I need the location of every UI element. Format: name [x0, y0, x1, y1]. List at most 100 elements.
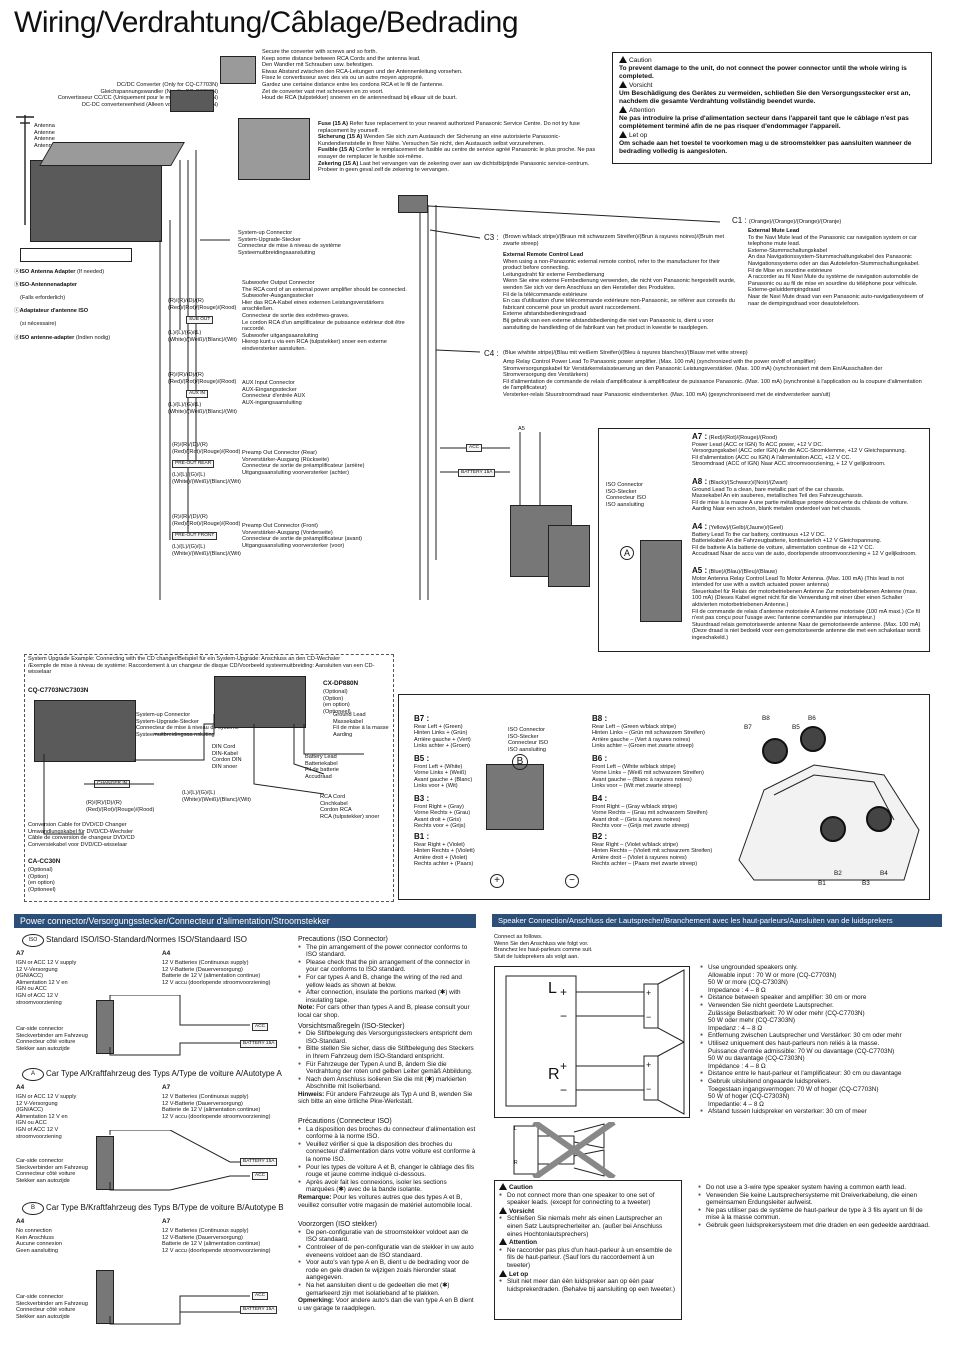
minus-icon: − — [565, 874, 579, 888]
minus-icon: − — [560, 1083, 567, 1097]
caution-triangle-icon — [499, 1269, 507, 1277]
std-a7: A7 — [16, 950, 25, 957]
pre-rear-pill: PRE-OUT REAR — [172, 460, 215, 468]
aux-in-red-colors: (R)/(R)/(D)/(R) (Red)/(Rot)/(Rouge)/(Roo… — [168, 372, 237, 385]
conversion-cable-label: Conversion Cable for DVD/CD Changer Umwa… — [28, 822, 135, 848]
speaker-icon — [800, 726, 826, 752]
caution-triangle-icon — [499, 1238, 507, 1246]
speaker-connection-band: Speaker Connection/Anschluss der Lautspr… — [492, 914, 942, 927]
caution-box: Caution To prevent damage to the unit, d… — [612, 52, 932, 164]
speaker-spec-list: Use ungrounded speakers only. Allowable … — [700, 964, 944, 1116]
list-item: Use ungrounded speakers only. Allowable … — [700, 964, 944, 994]
list-item: Distance entre le haut-parleur et l'ampl… — [700, 1070, 944, 1078]
speaker-diagram-box — [494, 966, 690, 1118]
pre-front-white-colors: (L)/(L)/(G)/(L) (White)/(Weiß)/(Blanc)/(… — [172, 544, 241, 557]
caution-triangle-icon — [499, 1206, 507, 1214]
vorsicht-list: Die Stiftbelegung des Versorgungsstecker… — [298, 1030, 476, 1091]
list-item: Utilisez uniquement des haut-parleurs no… — [700, 1040, 944, 1070]
converter-bracket — [220, 56, 256, 84]
list-item: Na het aansluiten dient u de gedeelten d… — [298, 1282, 476, 1297]
minus-icon: − — [646, 1084, 651, 1094]
list-item: Veuillez vérifier si que la disposition … — [298, 1141, 476, 1164]
plus-icon: + — [490, 874, 504, 888]
list-item: Distance between speaker and amplifier: … — [700, 994, 944, 1002]
speaker-intro: Connect as follows. Wenn Sie den Anschlu… — [494, 934, 593, 960]
list-item: Für Fahrzeuge der Typen A und B, ändern … — [298, 1061, 476, 1076]
speaker-caution-box: Caution Do not connect more than one spe… — [494, 1180, 682, 1320]
typea-car-connector — [96, 1136, 114, 1190]
b8-pin: B8 : Rear Left – (Green w/black stripe) … — [592, 714, 705, 750]
list-item: De pen-configuratie van de stroomstekker… — [298, 1229, 476, 1244]
list-item: Ne pas utiliser pas de système de haut-p… — [698, 1207, 936, 1222]
iso-connector-b-label: ISO Connector ISO-Stecker Connecteur ISO… — [508, 727, 549, 753]
std-battery-pill: BATTERY 15A — [240, 1040, 278, 1048]
list-item: Die Stiftbelegung des Versorgungsstecker… — [298, 1030, 476, 1045]
cross-icon — [513, 1122, 616, 1178]
car-b4: B4 — [880, 870, 888, 877]
list-item: For car types A and B, change the wiring… — [298, 974, 476, 989]
sub-out-description: Subwoofer Output Connector The RCA cord … — [242, 280, 407, 352]
typea-a4-text: IGN or ACC 12 V supply 12 V-Versorgung (… — [16, 1094, 77, 1140]
car-b3: B3 — [862, 880, 870, 887]
converter-secure-note: Secure the converter with screws and so … — [262, 49, 463, 102]
pre-rear-description: Preamp Out Connector (Rear) Vorverstärke… — [242, 450, 365, 476]
c3-description: External Remote Control Lead When using … — [503, 252, 736, 331]
system-up-connector-label: System-up Connector System-Upgrade-Steck… — [238, 230, 341, 256]
caution-triangle-icon — [619, 106, 627, 113]
typea-a4: A4 — [16, 1084, 25, 1091]
b7-pin: B7 : Rear Left + (Green) Hinten Links + … — [414, 714, 471, 750]
antenna-icon — [16, 115, 34, 225]
typea-acc-pill: ACC — [252, 1172, 269, 1180]
dc-dc-converter — [170, 90, 214, 112]
a4-pin: A4 : (Yellow)/(Gelb)/(Jaune)/(Geel) Batt… — [692, 522, 917, 558]
list-item: After connection, insulate the portions … — [298, 989, 476, 1004]
a7-pin: A7 : (Red)/(Rot)/(Rouge)/(Rood) Power Le… — [692, 432, 907, 468]
precautions-fr-list: La disposition des broches du connecteur… — [298, 1126, 476, 1194]
cc30-optional: (Optional) (Option) (en option) (Optione… — [28, 867, 56, 893]
model-label: CQ-C7703N/C7303N — [28, 687, 89, 694]
std-a4: A4 — [162, 950, 171, 957]
caution-triangle-icon — [619, 131, 627, 138]
cross-diagram-r: R — [514, 1160, 518, 1166]
list-item: Nach dem Anschluss isolieren Sie die mit… — [298, 1076, 476, 1091]
plus-icon: + — [646, 988, 651, 998]
list-item: La disposition des broches du connecteur… — [298, 1126, 476, 1141]
type-a-heading: Car Type A/Kraftfahrzeug des Typs A/Type… — [46, 1069, 282, 1078]
cd-changer — [214, 676, 306, 728]
std-wiring — [109, 995, 250, 1056]
iso-connector-a-label: ISO Connector ISO-Stecker Connecteur ISO… — [606, 482, 647, 508]
typeb-car-connector — [96, 1270, 114, 1324]
b5-pin: B5 : Front Left + (White) Vorne Links + … — [414, 754, 473, 790]
type-b-heading: Car Type B/Kraftfahrzeug des Typs B/Type… — [46, 1203, 284, 1212]
upgrade-wiring — [43, 714, 364, 835]
iso-connector-b — [548, 525, 590, 587]
din-cord-label: DIN Cord DIN-Kabel Cordon DIN DIN snoer — [212, 744, 242, 770]
fuse-holder-diagram — [238, 118, 310, 180]
speaker-connection-diagram: + − + − + − + − — [505, 969, 685, 1115]
plus-icon: + — [560, 1059, 567, 1073]
list-item: Bitte stellen Sie sicher, dass die Stift… — [298, 1045, 476, 1060]
page-title: Wiring/Verdrahtung/Câblage/Bedrading — [14, 6, 519, 39]
type-b-badge: B — [22, 1202, 44, 1215]
typeb-acc-pill: ACC — [252, 1292, 269, 1300]
b3-pin: B3 : Front Right + (Gray) Vorne Rechts +… — [414, 794, 471, 830]
speaker-icon — [762, 738, 788, 764]
speaker-right-label: R — [548, 1066, 560, 1083]
list-item: Please check that the pin arrangement of… — [298, 959, 476, 974]
typeb-a7: A7 — [162, 1218, 171, 1225]
list-item: Afstand tussen luidspreker en versterker… — [700, 1108, 944, 1116]
cx-model-label: CX-DP880N — [323, 680, 359, 687]
car-b7: B7 — [744, 724, 752, 731]
upgrade-example-box — [24, 654, 394, 902]
std-car-side: Car-side connector Steckverbinder am Fah… — [16, 1026, 88, 1052]
speaker-icon — [820, 816, 846, 842]
iso-antenna-adapter-diagram — [20, 248, 132, 262]
aux-in-pill: AUX IN — [186, 390, 208, 398]
c1-tag: C1 : (Orange)/(Orange)/(Orange)/(Oranje) — [732, 216, 842, 225]
changer-white-colors: (L)/(L)/(G)/(L) (White)/(Weiß)/(Blanc)/(… — [182, 790, 251, 803]
list-item: Do not use a 3-wire type speaker system … — [698, 1184, 936, 1192]
typeb-a7-text: 12 V Batteries (Continuous supply) 12 V-… — [162, 1228, 271, 1254]
acc-pill: ACC — [466, 444, 483, 452]
b2-pin: B2 : Rear Right – (Violet w/black stripe… — [592, 832, 713, 868]
cross-diagram-l: L — [514, 1126, 517, 1132]
